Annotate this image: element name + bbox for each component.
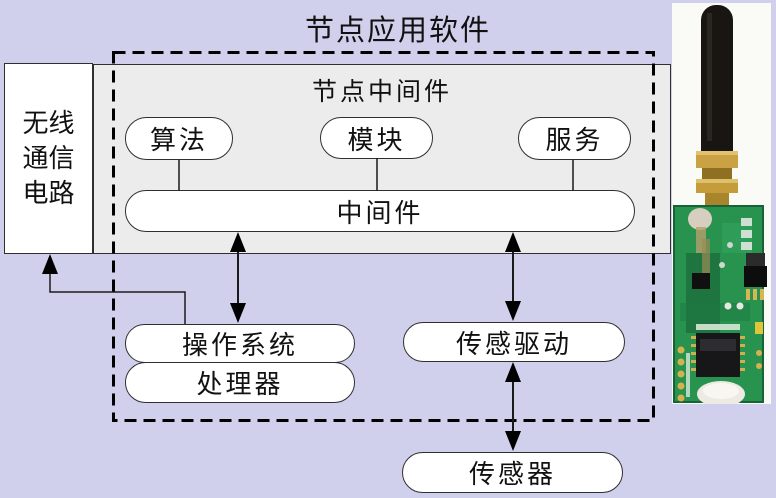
small-ic-icon — [692, 273, 710, 289]
solder-joint-icon — [688, 208, 712, 230]
os-pill: 操作系统 — [125, 324, 355, 363]
middleware-panel-title: 节点中间件 — [311, 79, 452, 106]
radio-circuit-label-line2: 通信 — [22, 144, 75, 173]
node-module-photo — [672, 3, 771, 407]
processor-pill: 处理器 — [125, 362, 355, 403]
sma-connector-icon — [696, 151, 738, 168]
radio-circuit-label-line1: 无线 — [22, 109, 75, 138]
diagram-title: 节点应用软件 — [304, 15, 491, 47]
module-pill: 模块 — [320, 117, 433, 159]
radio-circuit-label-line3: 电路 — [22, 179, 75, 208]
capacitor-icon — [755, 322, 763, 334]
regulator-icon — [746, 253, 765, 266]
driver-sensor-double-arrow — [505, 362, 521, 451]
radio-circuit-box: 无线 通信 电路 — [4, 63, 93, 254]
sensor-pill: 传感器 — [402, 452, 623, 493]
middleware-bus-pill: 中间件 — [125, 190, 635, 232]
sensor-driver-pill: 传感驱动 — [403, 322, 625, 362]
node-module-photo-art — [673, 5, 767, 407]
service-pill: 服务 — [518, 117, 631, 160]
silkscreen-text-icon — [741, 218, 752, 226]
os-to-radio-arrow — [42, 254, 186, 324]
algorithm-pill: 算法 — [125, 117, 233, 160]
